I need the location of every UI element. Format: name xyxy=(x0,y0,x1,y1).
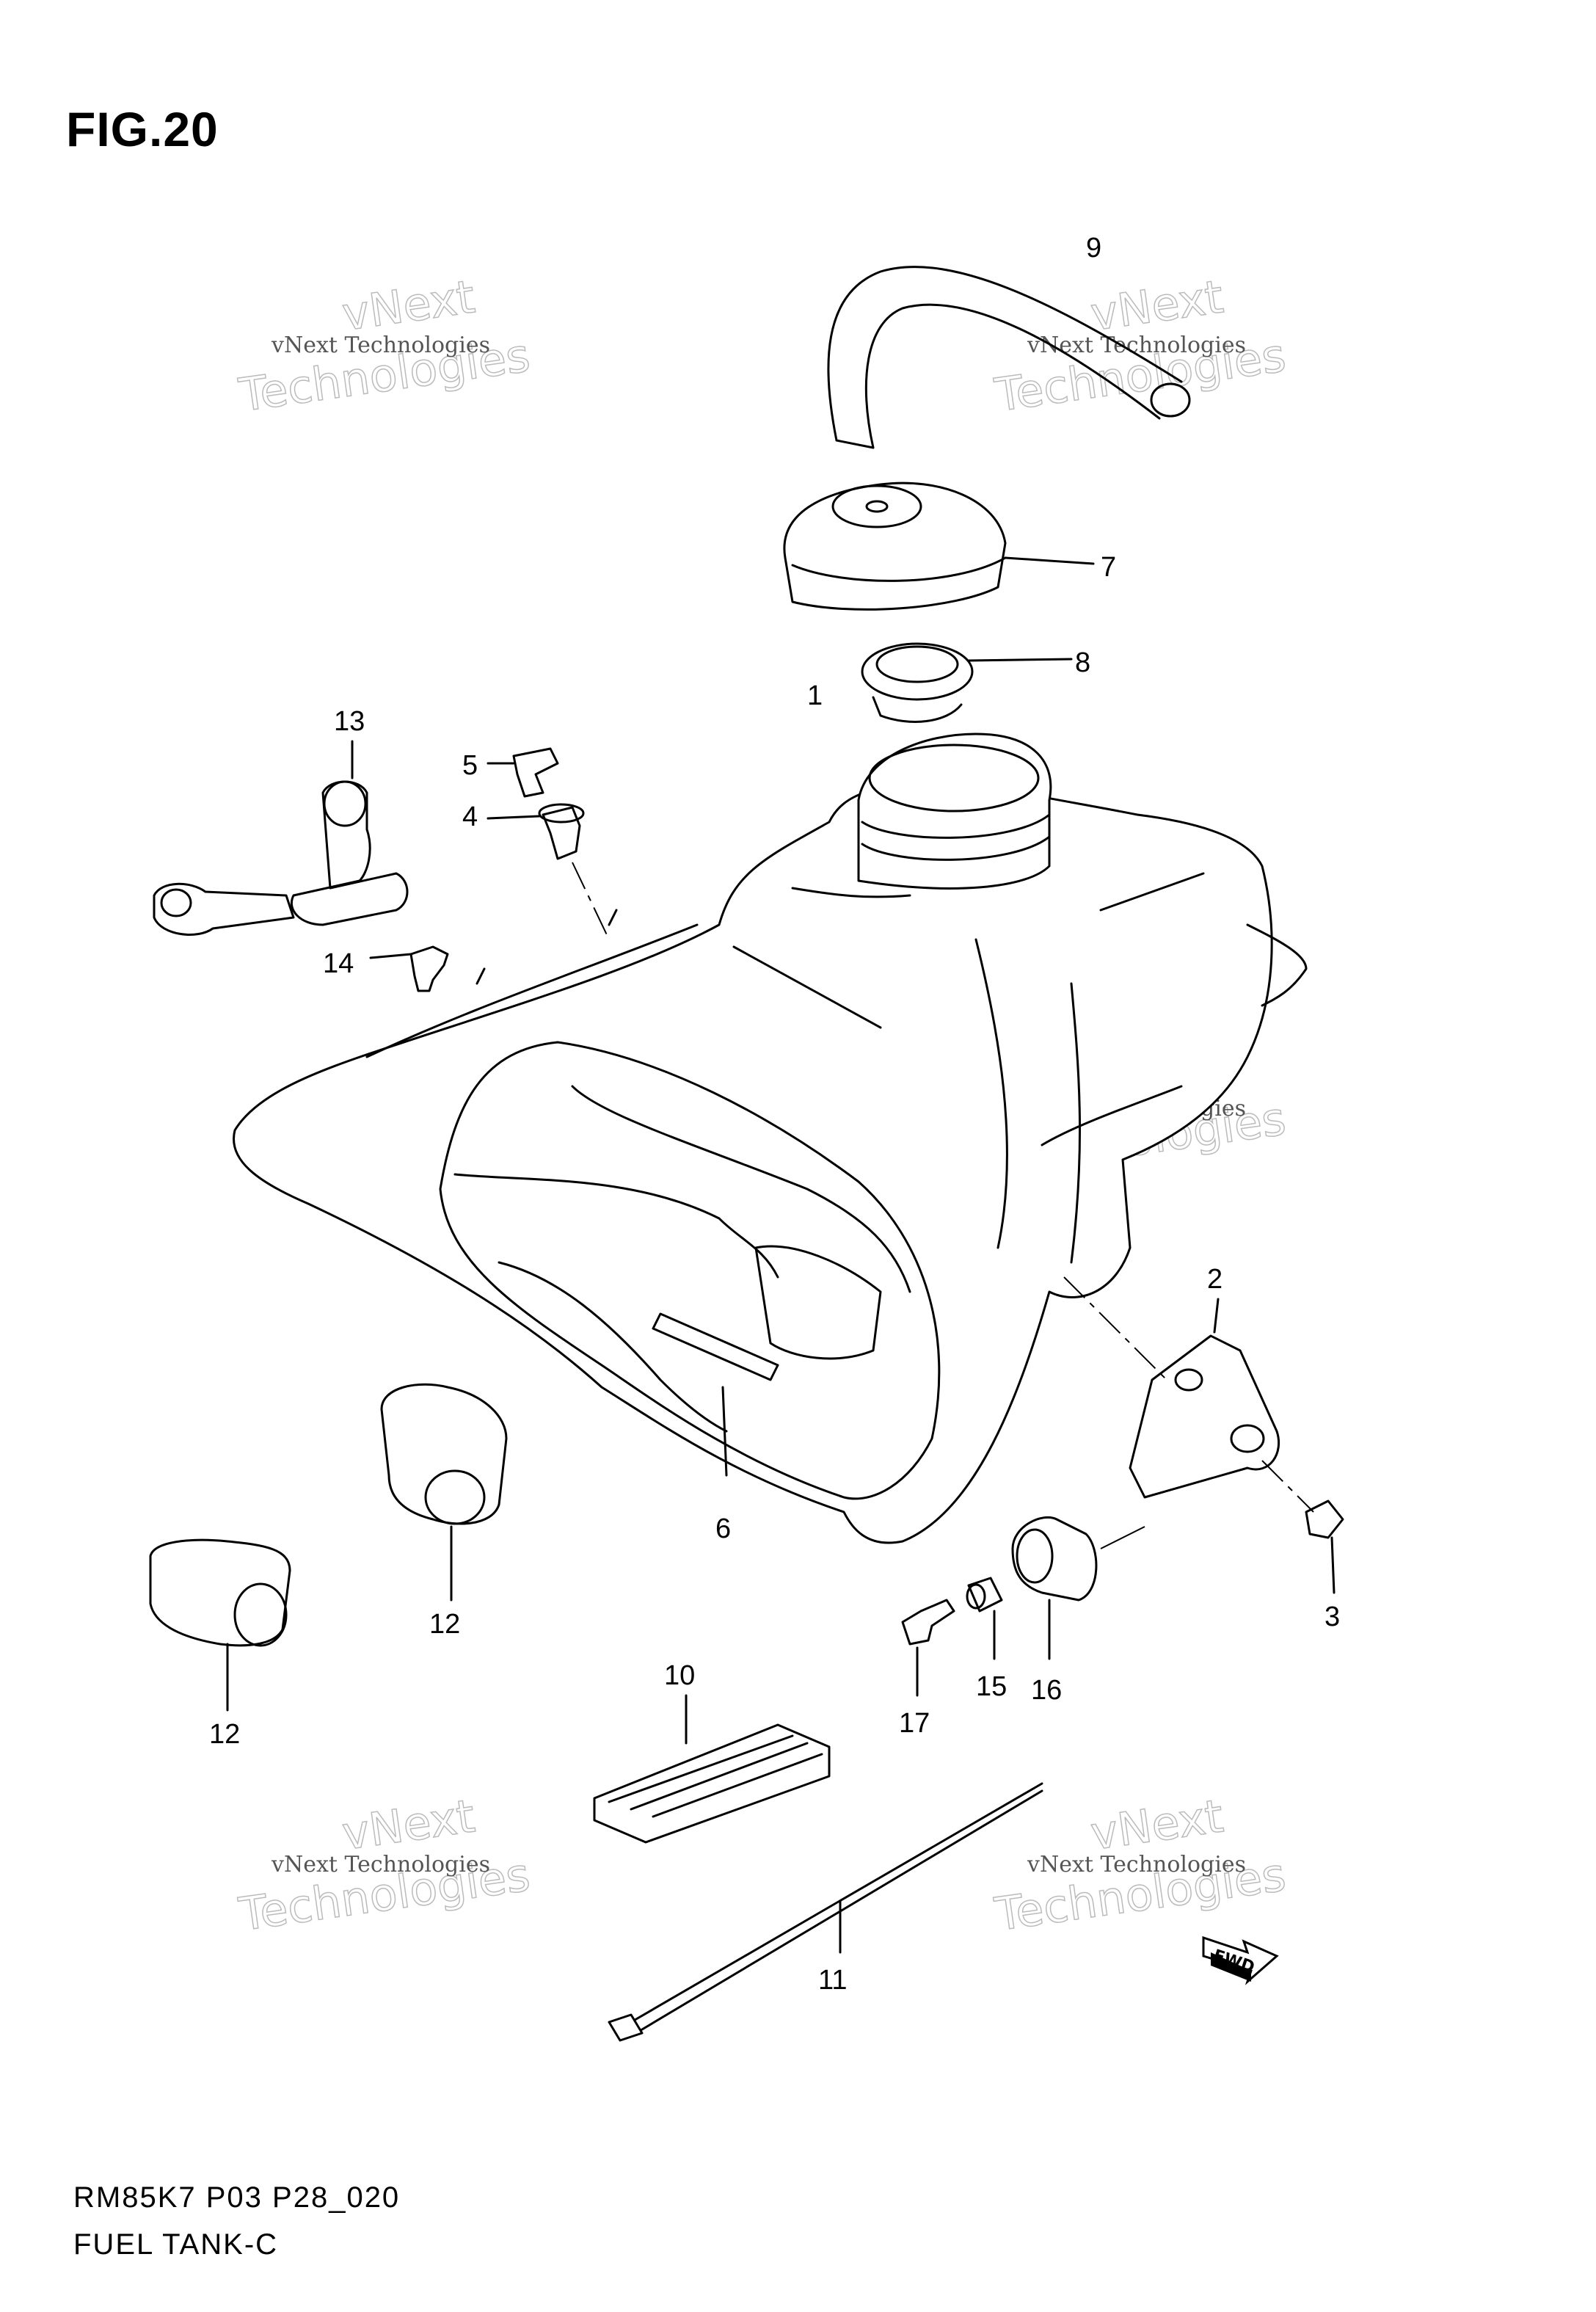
svg-text:vNext Technologies: vNext Technologies xyxy=(271,332,490,358)
callout-8: 8 xyxy=(1075,647,1090,678)
svg-text:vNext Technologies: vNext Technologies xyxy=(271,1852,490,1877)
watermark-bottom-left: Technologies vNext vNext Technologies xyxy=(235,1789,533,1942)
part-3-bolt xyxy=(1261,1460,1344,1594)
watermark-top-left: Technologies vNext vNext Technologies xyxy=(235,269,533,423)
part-1-fuel-tank xyxy=(233,733,1308,1544)
part-2-bracket xyxy=(1063,1276,1280,1499)
svg-text:vNext: vNext xyxy=(1087,269,1227,341)
part-14-bolt xyxy=(369,945,449,992)
callout-9: 9 xyxy=(1086,233,1101,263)
svg-text:vNext Technologies: vNext Technologies xyxy=(1027,1852,1246,1877)
svg-text:vNext: vNext xyxy=(1087,1789,1227,1860)
part-15-collar xyxy=(966,1577,1003,1660)
part-11-cable-tie xyxy=(608,1782,1043,2042)
callout-13: 13 xyxy=(334,706,365,737)
callout-1: 1 xyxy=(807,680,823,711)
callout-12-lower: 12 xyxy=(209,1719,240,1750)
svg-text:vNext: vNext xyxy=(339,1789,478,1860)
part-12-cushion-upper xyxy=(380,1383,508,1602)
callout-15: 15 xyxy=(976,1671,1007,1702)
part-6-tank-decal xyxy=(453,1085,911,1477)
callout-12-upper: 12 xyxy=(429,1609,460,1640)
part-13-mount-stay xyxy=(153,740,409,936)
callout-16: 16 xyxy=(1031,1675,1062,1706)
part-16-grommet xyxy=(1011,1516,1145,1660)
part-17-bolt xyxy=(901,1599,955,1697)
diagram-name: FUEL TANK-C xyxy=(73,2228,279,2261)
diagram-code: RM85K7 P03 P28_020 xyxy=(73,2181,401,2214)
part-8-cap-gasket xyxy=(861,642,1073,723)
svg-text:vNext: vNext xyxy=(339,269,478,341)
watermark-bottom-right: Technologies vNext vNext Technologies xyxy=(991,1789,1289,1942)
callout-5: 5 xyxy=(462,750,478,781)
callout-6: 6 xyxy=(715,1513,731,1544)
callout-17: 17 xyxy=(899,1708,930,1739)
part-4-collar xyxy=(487,803,610,940)
fwd-arrow-icon: FWD xyxy=(1202,1935,1279,1985)
callout-10: 10 xyxy=(664,1660,695,1691)
part-12-cushion-lower xyxy=(149,1538,291,1712)
callout-2: 2 xyxy=(1207,1264,1222,1295)
part-10-pad xyxy=(593,1694,831,1844)
callout-7: 7 xyxy=(1101,552,1116,583)
part-7-fuel-cap xyxy=(783,481,1095,611)
part-9-breather-hose xyxy=(827,266,1191,449)
callout-14: 14 xyxy=(323,948,354,979)
figure-title: FIG.20 xyxy=(66,102,219,156)
callout-3: 3 xyxy=(1324,1602,1340,1632)
part-5-bolt xyxy=(487,747,559,798)
callout-4: 4 xyxy=(462,801,478,832)
watermark-top-right: Technologies vNext vNext Technologies xyxy=(991,269,1289,423)
callout-11: 11 xyxy=(818,1965,847,1996)
